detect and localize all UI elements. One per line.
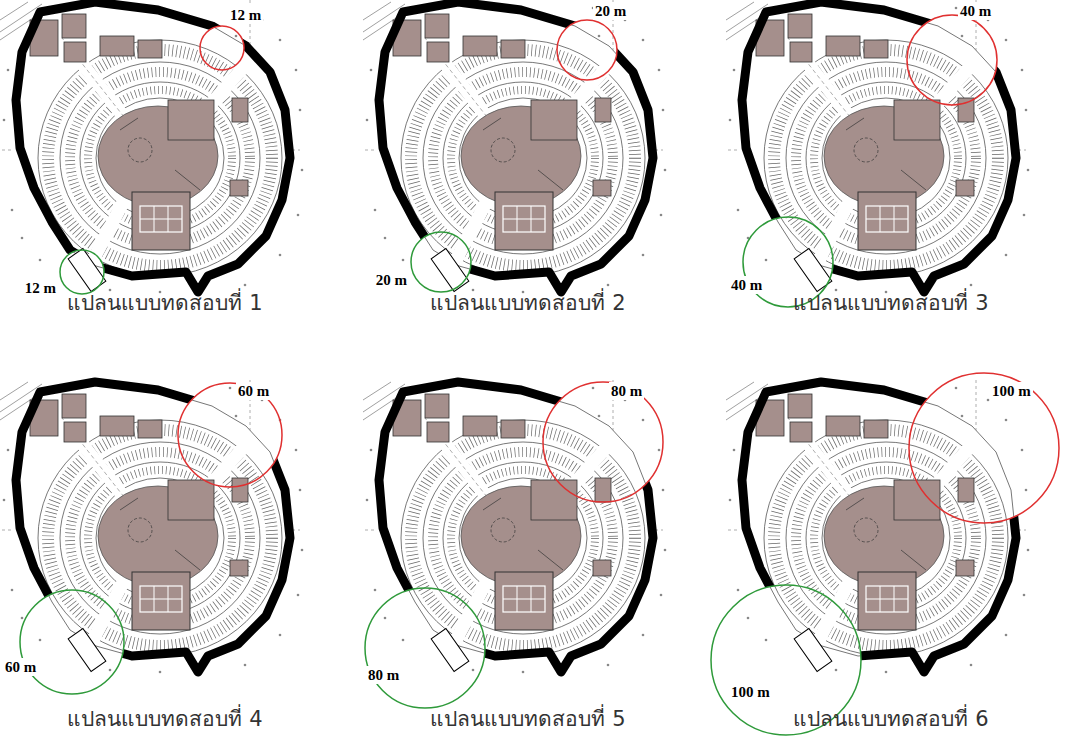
plan-detail <box>0 0 303 293</box>
plan-detail <box>0 380 303 673</box>
radius-circle <box>178 383 282 487</box>
plan-detail <box>379 2 653 292</box>
radius-circle <box>365 588 485 708</box>
plan-detail <box>16 382 290 672</box>
plan-caption: แปลนแบบทดสอบที่ 5 <box>430 706 625 732</box>
plan-caption: แปลนแบบทดสอบที่ 1 <box>67 290 262 316</box>
test-plan <box>363 380 666 708</box>
distance-label: 20 m <box>374 271 409 289</box>
radius-circle <box>909 373 1059 523</box>
distance-label: 60 m <box>236 382 271 400</box>
plan-detail <box>726 0 1029 293</box>
plan-detail <box>16 2 290 292</box>
plan-detail <box>363 380 666 673</box>
radius-circle <box>20 590 124 694</box>
distance-label: 80 m <box>366 666 401 684</box>
distance-label: 12 m <box>228 6 263 24</box>
distance-label: 80 m <box>609 382 644 400</box>
radius-circle <box>60 250 104 294</box>
plan-caption: แปลนแบบทดสอบที่ 2 <box>430 290 625 316</box>
distance-label: 12 m <box>23 279 58 297</box>
plan-detail <box>363 0 666 293</box>
test-plan <box>0 0 303 294</box>
plan-detail <box>742 2 1016 292</box>
test-plan <box>711 373 1059 735</box>
test-plan <box>0 380 303 694</box>
radius-circle <box>907 15 997 105</box>
plan-caption: แปลนแบบทดสอบที่ 3 <box>793 290 988 316</box>
distance-label: 60 m <box>3 658 38 676</box>
test-plan <box>726 0 1029 307</box>
distance-label: 40 m <box>729 276 764 294</box>
radius-circle <box>543 382 663 502</box>
radius-circle <box>200 26 244 70</box>
distance-label: 100 m <box>729 683 772 701</box>
plan-detail <box>726 380 1029 673</box>
plan-detail <box>742 382 1016 672</box>
plan-detail <box>379 382 653 672</box>
distance-label: 20 m <box>593 2 628 20</box>
test-plan <box>363 0 666 293</box>
distance-label: 100 m <box>990 382 1033 400</box>
plan-caption: แปลนแบบทดสอบที่ 6 <box>793 706 988 732</box>
radius-circle <box>557 20 617 80</box>
plan-caption: แปลนแบบทดสอบที่ 4 <box>67 706 262 732</box>
distance-label: 40 m <box>958 2 993 20</box>
radius-circle <box>411 232 471 292</box>
